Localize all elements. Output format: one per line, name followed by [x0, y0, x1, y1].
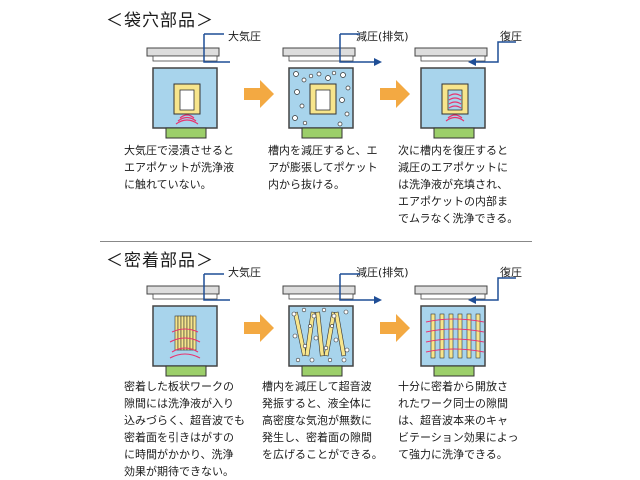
caption-repressurize: 十分に密着から開放さ れたワーク同士の隙間 は、超音波本来のキャ ビテーション効…: [398, 380, 519, 461]
caption-decompression: 槽内を減圧すると、エ アが膨張してポケット 内から抜ける。: [268, 144, 378, 191]
tank-decompression: [282, 285, 356, 377]
section-divider: [100, 241, 532, 242]
tank-atmospheric: [146, 47, 220, 139]
tank-lid: [146, 47, 220, 57]
bubbles-icon: [291, 307, 350, 363]
pressure-label-decompression: 減圧(排気): [356, 30, 409, 43]
pressure-label-decompression: 減圧(排気): [356, 266, 409, 279]
ultrasonic-wave-icon: [175, 114, 199, 125]
caption-atmospheric: 大気圧で浸漬させると エアポケットが洗浄液 に触れていない。: [124, 144, 234, 191]
caption-decompression: 槽内を減圧して超音波 発振すると、液全体に 高密度な気泡が無数に 発生し、密着面…: [262, 380, 383, 461]
caption-atmospheric: 密着した板状ワークの 隙間には洗浄液が入り 込みづらく、超音波でも 密着面を引き…: [124, 380, 245, 478]
tank-repressurize: [414, 285, 488, 377]
pipe-line: [203, 33, 230, 63]
section-heading-contact-parts: ＜密着部品＞: [106, 251, 214, 271]
arrow-right-icon: [380, 314, 410, 342]
ultrasonic-wave-icon: [448, 93, 462, 109]
arrow-right-icon: [244, 314, 274, 342]
bubbles-icon: [292, 70, 351, 127]
transducer-base: [165, 127, 207, 139]
caption-repressurize: 次に槽内を復圧すると 減圧のエアポケットに は洗浄液が充填され、 エアポケットの…: [398, 144, 519, 225]
pocket-parts-diagram: [146, 33, 516, 139]
pressure-label-atmospheric: 大気圧: [228, 30, 261, 43]
separated-plates: [430, 313, 481, 359]
air-pocket: [179, 89, 195, 111]
arrow-right-icon: [244, 80, 274, 108]
separating-plates: [293, 311, 347, 357]
pressure-label-repressurize: 復圧: [500, 266, 522, 279]
tank-decompression: [282, 47, 356, 139]
tank-atmospheric: [146, 285, 220, 377]
stacked-plates: [174, 315, 197, 351]
section-heading-pocket-parts: ＜袋穴部品＞: [106, 11, 214, 31]
contact-parts-diagram: [146, 273, 516, 377]
pressure-label-atmospheric: 大気圧: [228, 266, 261, 279]
tank-repressurize: [414, 47, 488, 139]
arrow-right-icon: [380, 80, 410, 108]
ultrasonic-wave-icon: [169, 328, 201, 359]
ultrasonic-wave-icon: [425, 318, 485, 353]
pressure-label-repressurize: 復圧: [500, 30, 522, 43]
